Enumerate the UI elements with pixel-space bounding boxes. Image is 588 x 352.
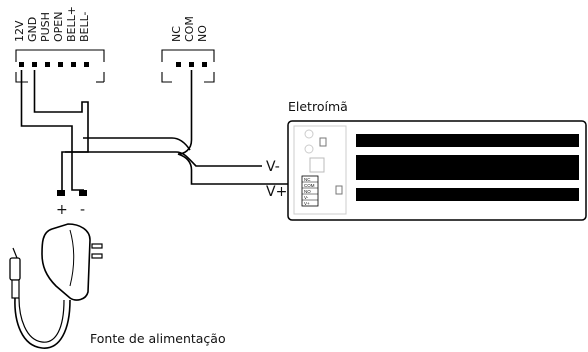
pin-label-bell-minus: BELL- [78,11,91,42]
label-v-plus: V+ [266,184,287,200]
adapter-seam [69,229,75,287]
screw-icon-2 [304,144,314,154]
terminal-no: NO [304,189,311,194]
pin-label-12v: 12V [13,20,26,42]
terminal-com: COM [304,183,315,188]
prong-top [91,243,103,249]
terminal-v-minus: V- [304,195,309,200]
left-connector-labels: 12V GND PUSH OPEN BELL+ BELL- [13,6,91,42]
right-connector-top [161,49,215,62]
component-box [309,157,325,173]
pin-label-push: PUSH [39,12,52,42]
right-connector-bottom-right [204,72,215,83]
terminal-block: NC COM NO V- V+ [301,175,319,207]
pin-bell-minus [84,62,89,67]
terminal-nc: NC [304,177,311,182]
left-connector [15,49,105,83]
terminal-v-plus: V+ [304,201,310,206]
right-connector [161,49,215,83]
barrel-plug [9,257,21,281]
led-icon [335,185,343,195]
adapter-body [41,223,91,301]
barrel-sleeve [11,279,20,299]
pin-label-com: COM [183,16,196,42]
maglock-terminal-panel [293,125,347,215]
terminal-block-frame [301,175,319,207]
pin-com [189,62,194,67]
magnet-bar-2 [356,155,579,180]
right-connector-labels: NC COM NO [170,16,209,42]
pin-no [202,62,207,67]
wire-12v [20,70,84,191]
right-connector-bottom-left [161,72,172,83]
wire-com-to-vplus [177,70,290,185]
wires [20,70,290,191]
pin-12v [19,62,24,67]
terminal-plus [57,190,65,196]
adapter-cable [14,297,71,349]
pin-push [45,62,50,67]
left-connector-bottom-left [15,72,28,83]
power-adapter: Fonte de alimentação [9,223,226,349]
supply-terminals: + - [56,190,87,218]
wire-vplus-upper [83,137,191,151]
left-connector-top [15,49,105,62]
label-plus: + [56,202,68,218]
pin-open [58,62,63,67]
maglock: Eletroímã NC COM NO V- V+ [287,99,587,221]
screw-icon [304,129,314,139]
wire-gnd-crossing [33,70,89,190]
power-supply-caption: Fonte de alimentação [90,331,226,346]
pin-label-bell-plus: BELL+ [65,6,78,42]
pin-label-open: OPEN [52,12,65,42]
magnet-bar-1 [356,134,579,147]
label-minus: - [80,202,85,218]
terminal-minus [79,190,87,196]
pin-label-nc: NC [170,26,183,42]
pin-label-gnd: GND [26,17,39,42]
magnet-bar-3 [356,188,579,201]
indicator-icon [319,137,327,147]
adapter-cable-inner [18,297,65,343]
prong-bottom [91,253,103,259]
maglock-title: Eletroímã [288,99,348,114]
pin-bell-plus [71,62,76,67]
pin-label-no: NO [196,25,209,42]
pin-gnd [32,62,37,67]
wire-vminus [65,151,262,167]
label-v-minus: V- [266,159,280,175]
pin-nc [176,62,181,67]
